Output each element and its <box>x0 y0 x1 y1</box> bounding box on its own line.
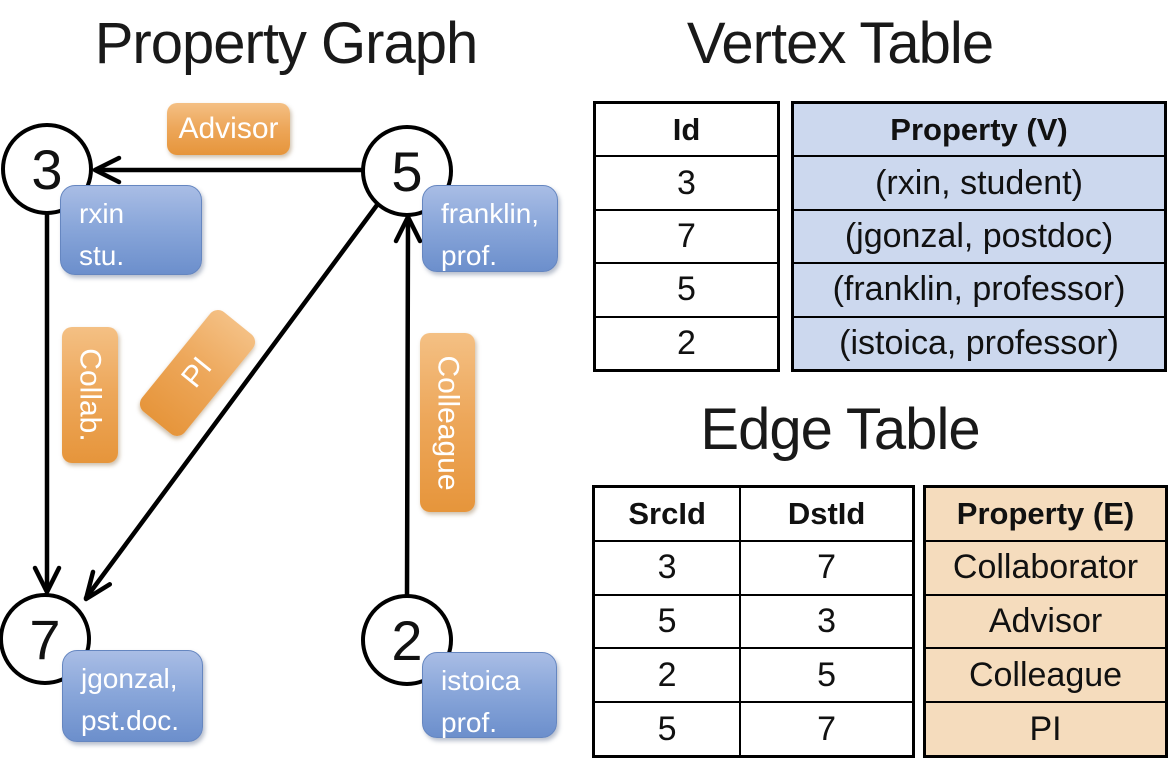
edge-table-row: 3 7 <box>595 539 912 594</box>
vertex-table-header-row: Id <box>596 104 777 155</box>
vertex-label-jgonzal: jgonzal, pst.doc. <box>62 650 203 742</box>
vertex-property-cell: (jgonzal, postdoc) <box>794 210 1164 263</box>
edge-colleague-line <box>404 218 411 599</box>
node-7-id: 7 <box>29 607 61 671</box>
edge-dstid-cell: 7 <box>739 703 912 755</box>
edge-table-property-header: Property (E) <box>926 488 1165 540</box>
edge-property-cell: Advisor <box>926 595 1165 648</box>
vertex-table-property-header: Property (V) <box>794 104 1164 156</box>
edge-srcid-cell: 3 <box>657 548 677 587</box>
edge-dstid-cell: 7 <box>739 541 912 594</box>
edge-srcid-cell: 5 <box>657 601 677 640</box>
vertex-table-row: 3 <box>596 155 777 208</box>
edge-table-row: Colleague <box>926 647 1165 702</box>
edge-table-row: 2 5 <box>595 647 912 702</box>
edge-table-dstid-header: DstId <box>739 488 912 540</box>
vertex-table-row: (jgonzal, postdoc) <box>794 208 1164 263</box>
vertex-label-istoica: istoica prof. <box>422 652 557 738</box>
vertex-label-jgonzal-line2: pst.doc. <box>81 705 180 736</box>
node-5-id: 5 <box>391 139 423 203</box>
vertex-label-franklin-line1: franklin, <box>441 198 540 229</box>
node-2-id: 2 <box>391 608 423 672</box>
edge-table-header-row: Property (E) <box>926 488 1165 540</box>
vertex-label-istoica-line1: istoica <box>441 665 521 696</box>
edge-property-cell: PI <box>926 703 1165 755</box>
edge-property-cell: Collaborator <box>926 541 1165 594</box>
vertex-table-row: (franklin, professor) <box>794 262 1164 316</box>
edge-table-title: Edge Table <box>700 397 980 462</box>
graph-node-3: 3 <box>1 123 93 215</box>
vertex-label-istoica-line2: prof. <box>441 707 498 738</box>
vertex-id-cell: 2 <box>677 323 696 362</box>
vertex-table-title: Vertex Table <box>686 11 994 76</box>
vertex-table-row: 2 <box>596 315 777 369</box>
vertex-table-row: 7 <box>596 208 777 262</box>
vertex-table-id-header: Id <box>672 111 701 147</box>
vertex-property-cell: (istoica, professor) <box>794 317 1164 370</box>
vertex-table-row: (rxin, student) <box>794 155 1164 209</box>
edge-label-advisor: Advisor <box>167 103 290 155</box>
vertex-table-property-column: Property (V) (rxin, student) (jgonzal, p… <box>791 101 1167 372</box>
vertex-property-cell: (franklin, professor) <box>794 264 1164 316</box>
vertex-id-cell: 5 <box>677 270 696 309</box>
vertex-table-id-column: Id 3 7 5 2 <box>593 101 780 372</box>
edge-colleague-arrowhead <box>393 214 423 244</box>
node-3-id: 3 <box>31 137 63 201</box>
graph-edges-layer <box>32 155 423 602</box>
vertex-id-cell: 3 <box>677 163 696 202</box>
edge-property-cell: Colleague <box>926 649 1165 702</box>
edge-table-row: PI <box>926 701 1165 755</box>
edge-pi-line <box>83 198 383 601</box>
edge-dstid-cell: 3 <box>739 595 912 648</box>
edge-label-advisor-text: Advisor <box>178 112 279 145</box>
edge-table-row: Collaborator <box>926 539 1165 594</box>
edge-label-collab: Collab. <box>62 327 118 463</box>
vertex-table-row: 5 <box>596 262 777 315</box>
edge-collab-arrowhead <box>32 565 62 595</box>
vertex-table-header-row: Property (V) <box>794 104 1164 156</box>
vertex-id-cell: 7 <box>677 217 696 256</box>
edge-label-colleague: Colleague <box>420 333 475 512</box>
vertex-table-row: (istoica, professor) <box>794 315 1164 370</box>
vertex-label-rxin: rxin stu. <box>60 185 202 275</box>
property-graph-title: Property Graph <box>94 11 479 76</box>
edge-srcid-cell: 2 <box>657 655 677 694</box>
vertex-label-rxin-line1: rxin <box>79 198 125 229</box>
edge-table-row: 5 3 <box>595 593 912 648</box>
edge-srcid-cell: 5 <box>657 709 677 748</box>
edge-label-collab-text: Collab. <box>74 348 108 442</box>
edge-table-srcid-header: SrcId <box>628 495 706 531</box>
vertex-label-jgonzal-line1: jgonzal, <box>81 663 178 694</box>
vertex-label-franklin-line2: prof. <box>441 240 498 271</box>
edge-advisor-arrowhead <box>92 155 122 185</box>
edge-dstid-cell: 5 <box>739 649 912 702</box>
graph-node-2: 2 <box>361 594 453 686</box>
vertex-label-franklin: franklin, prof. <box>422 185 558 272</box>
edge-table-id-columns: SrcId DstId 3 7 5 3 2 5 5 7 <box>592 485 915 758</box>
edge-label-colleague-text: Colleague <box>431 354 465 491</box>
vertex-property-cell: (rxin, student) <box>794 157 1164 209</box>
edge-label-pi-text: PI <box>175 351 219 395</box>
vertex-label-rxin-line2: stu. <box>79 240 125 271</box>
edge-table-property-column: Property (E) Collaborator Advisor Collea… <box>923 485 1168 758</box>
edge-table-row: Advisor <box>926 593 1165 648</box>
edge-table-header-row: SrcId DstId <box>595 488 912 540</box>
edge-table-row: 5 7 <box>595 701 912 755</box>
edge-pi-arrowhead <box>83 569 113 602</box>
